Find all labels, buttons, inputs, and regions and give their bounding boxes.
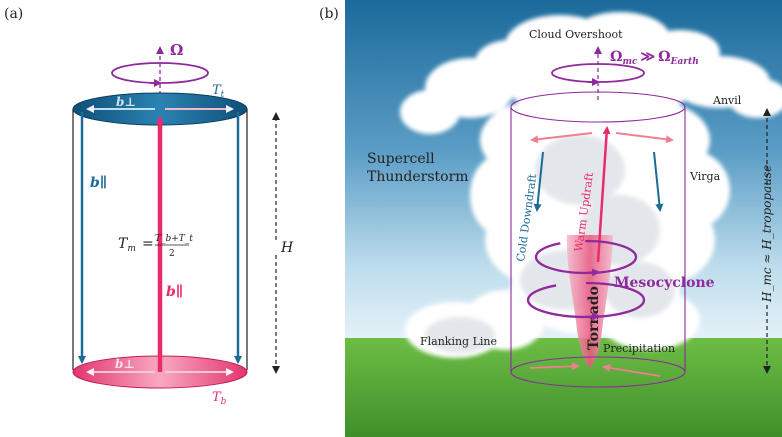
cloud-overshoot-label: Cloud Overshoot bbox=[529, 28, 623, 41]
inflow-arrow-left bbox=[529, 362, 580, 371]
anvil-label: Anvil bbox=[712, 94, 742, 107]
precipitation-label: Precipitation bbox=[603, 342, 675, 355]
tornado-funnel bbox=[566, 235, 613, 368]
outflow-arrow-right bbox=[615, 132, 674, 144]
inflow-arrow-right bbox=[602, 364, 661, 377]
b-perp-top-label: b⊥ bbox=[116, 95, 136, 109]
b-perp-bottom-label: b⊥ bbox=[115, 357, 135, 371]
tm-numerator: T_b+T_t bbox=[155, 234, 193, 244]
panel-b: (b) bbox=[319, 0, 782, 437]
grass-ground bbox=[345, 338, 782, 437]
mesocyclone-label: Mesocyclone bbox=[614, 275, 715, 291]
t-top-label: Tt bbox=[212, 83, 225, 100]
mesocyclone-swirl-lower-arrow bbox=[584, 312, 600, 321]
svg-text:=: = bbox=[142, 236, 154, 252]
b-par-center-label: b∥ bbox=[166, 284, 183, 300]
tm-formula: Tm = T_b+T_t 2 bbox=[118, 234, 193, 259]
height-label: H bbox=[280, 240, 294, 256]
flanking-line-label: Flanking Line bbox=[420, 335, 497, 348]
cold-downdraft-arrow-right bbox=[653, 151, 664, 212]
panel-a-tag: (a) bbox=[4, 6, 23, 22]
panel-a: (a) Ω b⊥ b⊥ Tt b∥ b∥ Tm = T_b+T_t bbox=[4, 6, 294, 407]
b-par-left-label: b∥ bbox=[90, 175, 107, 191]
cold-downdraft-arrow-left bbox=[533, 151, 544, 212]
omega-label: Ω bbox=[170, 41, 183, 59]
svg-text:Tm: Tm bbox=[118, 236, 136, 254]
omega-relation-label: Ωmc≫ΩEarth bbox=[610, 49, 699, 67]
panel-b-tag: (b) bbox=[319, 6, 339, 22]
warm-updraft-arrow bbox=[596, 126, 611, 263]
t-bottom-label: Tb bbox=[212, 390, 227, 407]
supercell-label-line2: Thunderstorm bbox=[367, 169, 469, 185]
mesocyclone-swirl-upper-arrow bbox=[584, 268, 600, 277]
tm-denominator: 2 bbox=[169, 249, 175, 259]
mc-height-label: H_mc ≈ H_tropopause bbox=[760, 165, 774, 303]
virga-label: Virga bbox=[689, 170, 721, 183]
outflow-arrow-left bbox=[530, 132, 593, 144]
supercell-label-line1: Supercell bbox=[367, 151, 435, 167]
mesocyclone-cylinder-bottom bbox=[510, 356, 686, 388]
